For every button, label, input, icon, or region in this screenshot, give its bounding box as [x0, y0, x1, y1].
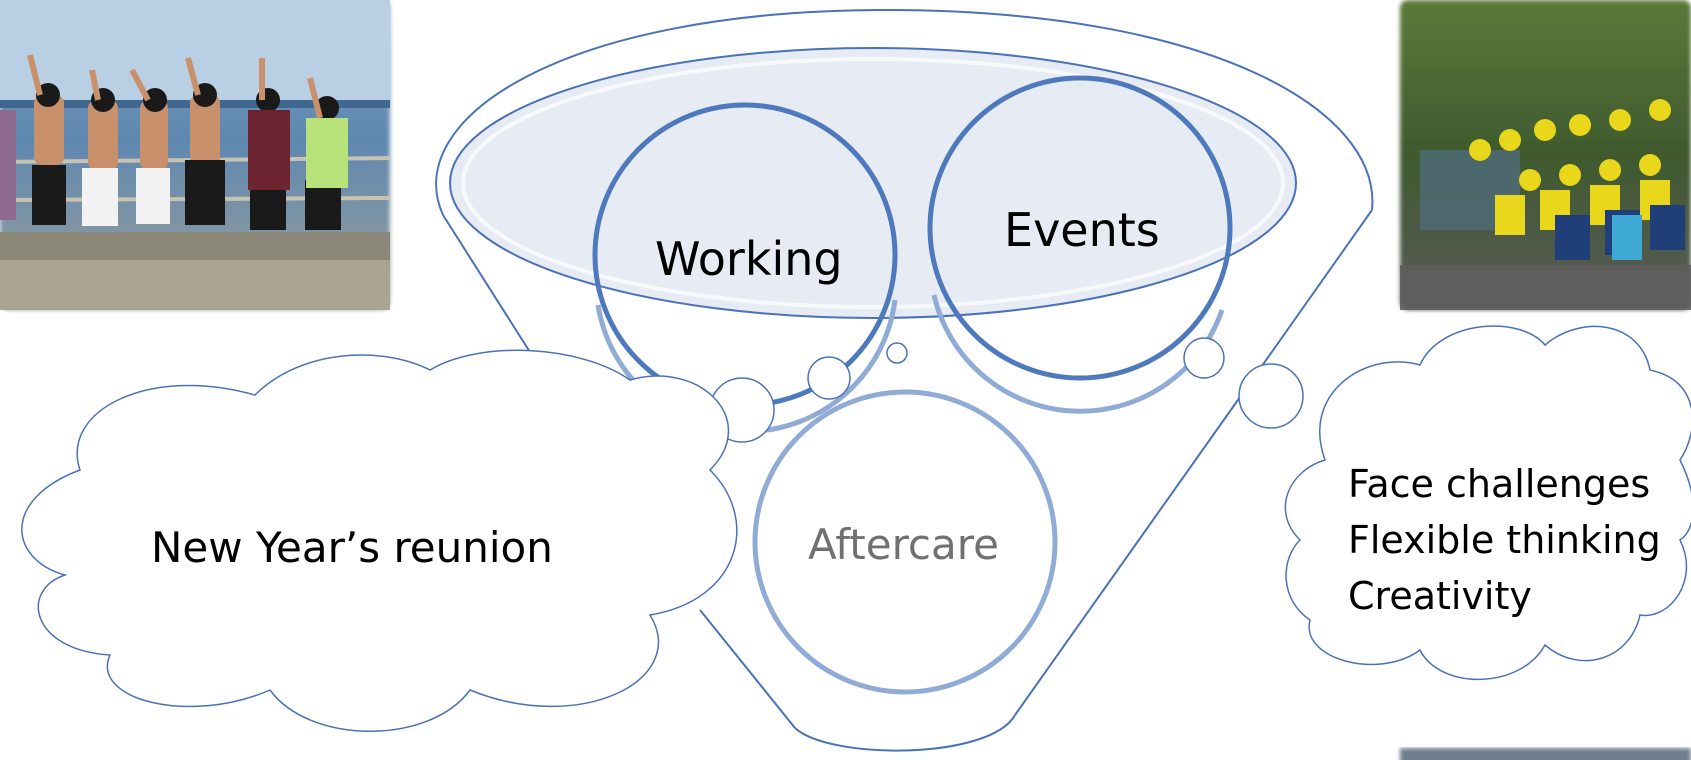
skills-list: Face challenges Flexible thinking Creati…: [1348, 456, 1661, 624]
funnel: [435, 8, 1374, 752]
skill-item: Face challenges: [1348, 462, 1651, 506]
funnel-inner-ellipse: [449, 47, 1297, 319]
aftercare-circle: [752, 389, 1058, 695]
thought-bubbles: [709, 337, 1304, 443]
partial-photo: [1400, 748, 1691, 760]
funnel-outer-rim: [435, 8, 1374, 216]
right-cloud: [1284, 325, 1691, 681]
beach-group-photo: [0, 0, 391, 310]
new-year-reunion-label: New Year’s reunion: [151, 523, 553, 572]
events-label: Events: [1004, 203, 1160, 257]
events-circle: [927, 75, 1233, 381]
working-label: Working: [655, 232, 843, 286]
skill-item: Creativity: [1348, 574, 1532, 618]
canyoning-group-photo: [1400, 0, 1691, 310]
aftercare-label: Aftercare: [808, 520, 999, 569]
skill-item: Flexible thinking: [1348, 518, 1661, 562]
left-cloud: [21, 349, 738, 732]
